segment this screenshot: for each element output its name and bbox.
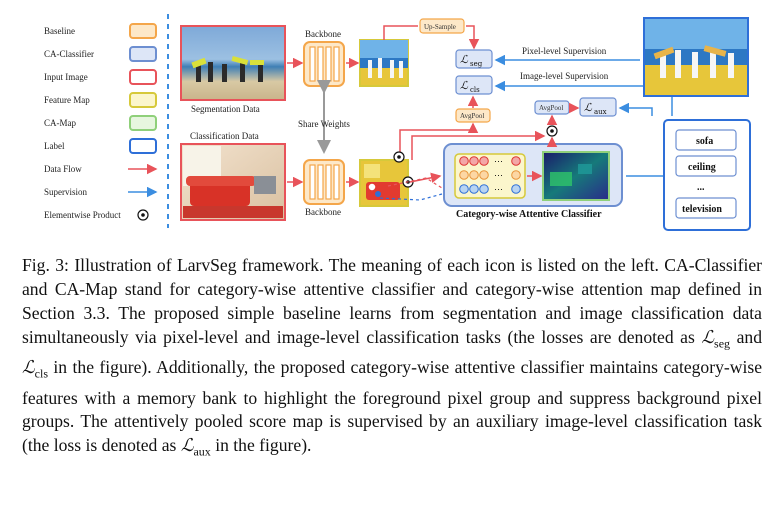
- label-sofa: sofa: [696, 136, 713, 147]
- memory-bank-row-orange: ⋯: [459, 170, 521, 181]
- caption-loss-aux-sub: aux: [193, 444, 211, 459]
- legend-data-flow-label: Data Flow: [44, 164, 82, 174]
- class-labels-box: sofa ceiling ... television: [663, 119, 751, 231]
- segmentation-feature-map: [359, 39, 409, 87]
- legend-input-image-swatch: [129, 69, 157, 85]
- legend-ca-map-label: CA-Map: [44, 118, 76, 128]
- flow-upsample-to-seg-loss: [466, 25, 480, 50]
- legend-elementwise-label: Elementwise Product: [44, 210, 121, 220]
- legend-baseline-label: Baseline: [44, 26, 75, 36]
- legend-input-image-label: Input Image: [44, 72, 88, 82]
- memory-dots-blue: ⋯: [494, 185, 503, 195]
- caption-suffix: in the figure).: [210, 435, 312, 456]
- flow-feature-to-product: [411, 130, 546, 160]
- label-ceiling: ceiling: [688, 162, 716, 173]
- memory-bank-row-blue: ⋯: [459, 184, 521, 195]
- share-weights-label: Share Weights: [298, 119, 350, 129]
- flow-cls-feature-to-avgpool: [399, 122, 479, 160]
- label-television: television: [682, 204, 722, 215]
- loss-cls-box: ℒ cls: [455, 75, 493, 95]
- flow-to-upsample: [383, 25, 418, 40]
- memory-dots-orange: ⋯: [494, 171, 503, 181]
- legend-ca-map-swatch: [129, 115, 157, 131]
- image-supervision-label: Image-level Supervision: [520, 71, 609, 81]
- legend-baseline-swatch: [129, 23, 157, 39]
- avgpool-cls-label: AvgPool: [460, 112, 484, 120]
- legend-supervision-label: Supervision: [44, 187, 88, 197]
- caption-loss-seg-symbol: ℒ: [701, 327, 715, 348]
- product-icon-top: [393, 151, 405, 163]
- segmentation-label-image: [643, 17, 749, 97]
- caption-loss-seg-sub: seg: [714, 336, 731, 351]
- classification-image: [180, 143, 286, 221]
- backbone-top: [303, 41, 345, 87]
- backbone-bottom: [303, 159, 345, 205]
- ca-classifier-title: Category-wise Attentive Classifier: [456, 209, 602, 220]
- loss-seg-box: ℒ seg: [455, 49, 493, 69]
- avgpool-cls-box: [455, 108, 491, 123]
- label-sofa-box: [675, 129, 737, 151]
- upsample-label: Up-Sample: [424, 23, 456, 31]
- flow-cls-feature-to-classifier: [409, 172, 442, 183]
- legend: Baseline CA-Classifier Input Image Featu…: [44, 23, 158, 221]
- avgpool-aux-label: AvgPool: [539, 104, 563, 112]
- flow-dashed-red: [387, 177, 443, 189]
- upsample-box: [419, 18, 465, 34]
- classification-data-label: Classification Data: [190, 131, 259, 141]
- loss-aux-subscript: aux: [594, 108, 607, 116]
- figure-caption: Fig. 3: Illustration of LarvSeg framewor…: [22, 254, 762, 465]
- classification-feature-map: [359, 159, 409, 207]
- caption-loss-cls-symbol: ℒ: [22, 358, 35, 379]
- segmentation-data-label: Segmentation Data: [191, 104, 260, 114]
- label-television-box: [675, 197, 737, 219]
- caption-loss-cls-sub: cls: [34, 366, 49, 381]
- caption-prefix: Fig. 3: Illustration of LarvSeg framewor…: [22, 255, 762, 347]
- loss-aux-symbol: ℒ: [584, 101, 593, 114]
- elementwise-product-icon: [137, 209, 149, 221]
- memory-bank-row-red: ⋯: [459, 156, 521, 167]
- loss-seg-subscript: seg: [470, 60, 483, 68]
- pixel-supervision-label: Pixel-level Supervision: [522, 46, 607, 56]
- loss-aux-box: ℒ aux: [579, 97, 617, 117]
- legend-ca-classifier-swatch: [129, 46, 157, 62]
- memory-dots-red: ⋯: [494, 157, 503, 167]
- backbone-bottom-label: Backbone: [305, 207, 341, 217]
- loss-seg-symbol: ℒ: [460, 53, 469, 66]
- loss-cls-subscript: cls: [470, 86, 480, 94]
- label-ellipsis: ...: [697, 182, 705, 193]
- caption-and: and: [730, 326, 762, 347]
- ca-classifier-box: ⋯ ⋯ ⋯: [443, 143, 623, 207]
- label-ceiling-box: [675, 155, 737, 177]
- ca-map: [542, 151, 610, 201]
- legend-ca-classifier-label: CA-Classifier: [44, 49, 94, 59]
- caption-middle: in the figure). Additionally, the propos…: [22, 357, 762, 456]
- caption-loss-aux-symbol: ℒ: [180, 436, 194, 457]
- segmentation-image: [180, 25, 286, 101]
- product-icon-aux: [546, 125, 558, 137]
- legend-feature-map-label: Feature Map: [44, 95, 90, 105]
- backbone-top-label: Backbone: [305, 29, 341, 39]
- legend-label-label: Label: [44, 141, 65, 151]
- loss-cls-symbol: ℒ: [460, 79, 469, 92]
- flow-dashed-blue: [379, 193, 443, 201]
- legend-feature-map-swatch: [129, 92, 157, 108]
- aux-supervision-arrow: [618, 102, 653, 116]
- legend-label-swatch: [129, 138, 157, 154]
- framework-diagram: Baseline CA-Classifier Input Image Featu…: [44, 14, 751, 231]
